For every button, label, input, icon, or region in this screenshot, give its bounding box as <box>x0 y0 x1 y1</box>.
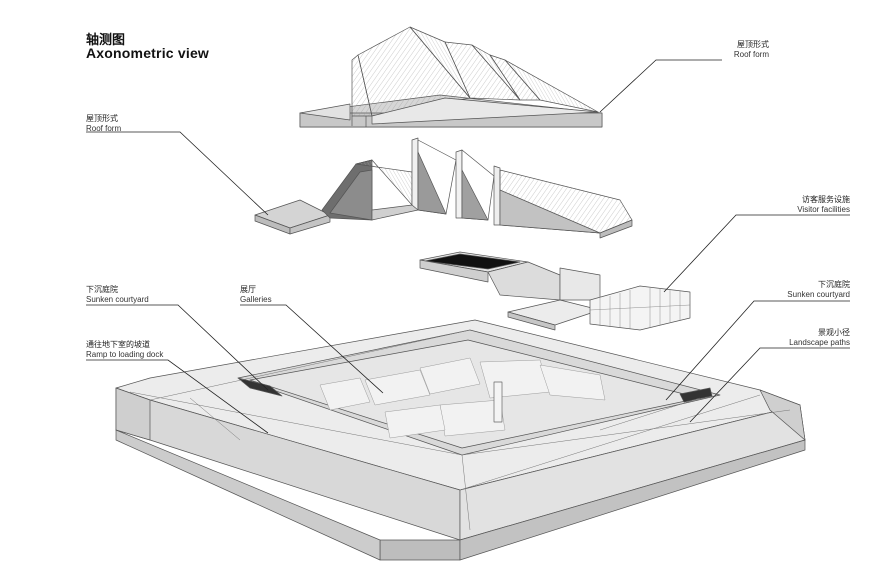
label-sunken-right-zh: 下沉庭院 <box>818 280 850 289</box>
title-zh: 轴测图 <box>86 32 126 47</box>
label-sunken-right: 下沉庭院 Sunken courtyard <box>787 280 850 300</box>
leader-galleries <box>240 304 384 394</box>
label-visitor-zh: 访客服务设施 <box>802 195 850 204</box>
label-galleries-zh: 展厅 <box>240 285 256 294</box>
roof-form-left-layer <box>254 137 633 239</box>
label-roof-top: 屋顶形式 Roof form <box>734 40 769 60</box>
leader-landscape <box>689 347 850 423</box>
label-galleries: 展厅 Galleries <box>240 285 272 305</box>
label-roof-top-en: Roof form <box>733 50 769 59</box>
leader-ramp <box>86 359 269 434</box>
label-galleries-en: Galleries <box>240 295 272 304</box>
label-landscape-zh: 景观小径 <box>818 328 850 337</box>
label-visitor-en: Visitor facilities <box>797 205 850 214</box>
label-sunken-right-en: Sunken courtyard <box>787 290 850 299</box>
label-ramp-en: Ramp to loading dock <box>86 350 164 359</box>
label-roof-left-en: Roof form <box>86 124 122 133</box>
label-ramp-zh: 通往地下室的坡道 <box>86 340 150 349</box>
label-roof-top-zh: 屋顶形式 <box>737 40 769 49</box>
label-roof-left-zh: 屋顶形式 <box>86 114 118 123</box>
label-sunken-left: 下沉庭院 Sunken courtyard <box>86 285 149 305</box>
title-en: Axonometric view <box>86 45 210 61</box>
visitor-facilities-layer <box>419 251 691 331</box>
leader-sunken-left <box>86 304 269 391</box>
leader-roof-top <box>599 59 722 113</box>
label-sunken-left-en: Sunken courtyard <box>86 295 149 304</box>
leader-sunken-right <box>665 300 850 401</box>
label-landscape-en: Landscape paths <box>789 338 850 347</box>
label-landscape: 景观小径 Landscape paths <box>789 328 850 348</box>
leader-roof-left <box>86 131 269 216</box>
label-sunken-left-zh: 下沉庭院 <box>86 285 118 294</box>
leader-visitor <box>663 214 850 293</box>
site-base-layer <box>115 319 806 561</box>
label-roof-left: 屋顶形式 Roof form <box>86 114 121 134</box>
leader-lines <box>86 59 850 434</box>
roof-form-top-layer <box>299 26 603 128</box>
label-ramp: 通往地下室的坡道 Ramp to loading dock <box>86 340 163 360</box>
label-visitor: 访客服务设施 Visitor facilities <box>797 195 850 215</box>
